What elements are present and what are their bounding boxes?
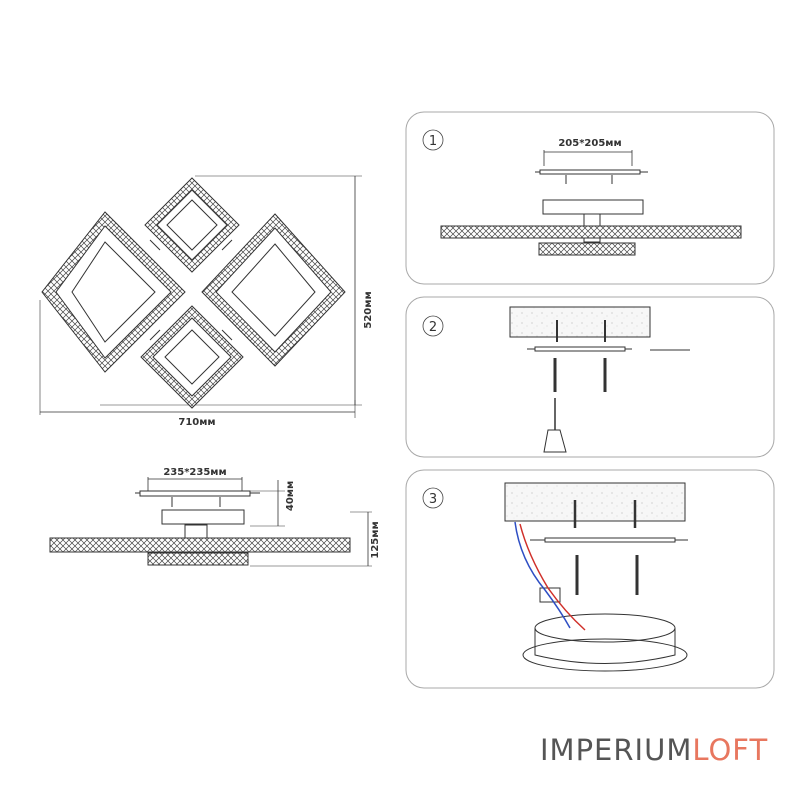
diamond-top (144, 177, 240, 273)
diamond-bottom (140, 305, 244, 409)
step-panel-1: 1 205*205мм (405, 111, 775, 285)
brand-logo-text: IMPERIUMLOFT (540, 733, 768, 767)
step-panel-3: 3 (405, 469, 775, 689)
step-number-badge (422, 129, 444, 151)
diamond-left (41, 211, 186, 373)
height-label: 520мм (363, 291, 374, 328)
brand-part-1: IMPERIUM (540, 733, 693, 767)
step-number: 2 (429, 320, 437, 335)
step-number-badge (422, 315, 444, 337)
brand-part-2: LOFT (692, 733, 769, 767)
width-label: 710мм (178, 417, 215, 428)
plate-size-label: 205*205мм (558, 138, 621, 149)
step-number-badge (422, 487, 444, 509)
step-panel-2: 2 (405, 296, 775, 458)
base-size-label: 235*235мм (163, 467, 226, 478)
top-view (39, 175, 362, 418)
total-depth-label: 125мм (370, 521, 381, 558)
step-number: 1 (429, 134, 437, 149)
mount-depth-label: 40мм (285, 481, 296, 511)
diamond-right (201, 213, 346, 367)
side-view (49, 477, 372, 567)
step-number: 3 (429, 492, 437, 507)
